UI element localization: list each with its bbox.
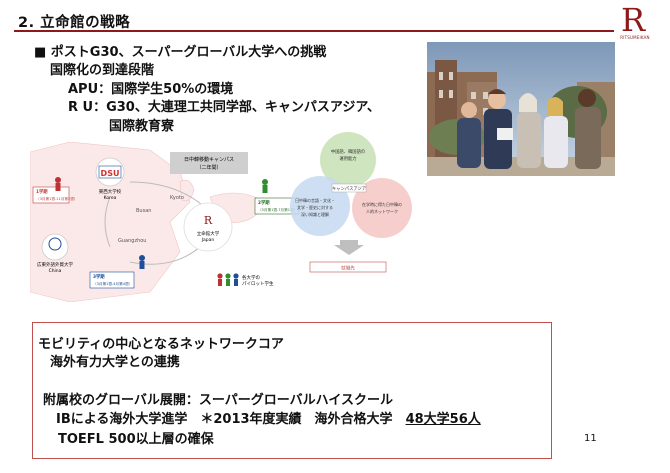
bullet-apu: APU：国際学生50%の環境 [68, 82, 234, 97]
dsu-logo: DSU [101, 169, 120, 178]
header-rule [14, 30, 614, 32]
box-line-5: TOEFL 500以上層の確保 [58, 432, 214, 447]
china-univ: 広東外語外貿大学 [37, 261, 73, 268]
person-icon-green [262, 179, 268, 193]
pilot-students-icon [217, 273, 239, 286]
korea-label: Korea [104, 195, 117, 201]
venn-top-2: 運用能力 [339, 155, 356, 162]
venn-right-1: 在学時に得た日中韓の [362, 201, 402, 207]
box-line-4: IBによる海外大学進学 ＊2013年度実績 海外合格大学 48大学56人 [56, 408, 481, 427]
city-busan: Busan [136, 208, 151, 214]
china-label: China [49, 268, 62, 274]
summary-box [32, 322, 552, 459]
campus-asia-map: DSU 東西大学校 Korea 広東外語外貿大学 China R 立命館大学 J… [30, 142, 300, 302]
japan-univ: 立命館大学 [197, 230, 220, 237]
japan-univ-logo: R [204, 214, 213, 227]
bullet-subheading: 国際化の到達段階 [50, 63, 155, 78]
slide-title: 2. 立命館の戦略 [18, 15, 131, 31]
sem1-title: 1学期 [36, 188, 48, 195]
japan-label: Japan [201, 237, 215, 243]
sem3-title: 3学期 [93, 273, 105, 280]
venn-left-1: 日中韓の言語・文化・ [295, 197, 335, 203]
person-icon-blue [139, 255, 145, 269]
city-kyoto: Kyoto [170, 195, 184, 201]
box-line-4-prefix: IBによる海外大学進学 ＊2013年度実績 海外合格大学 [56, 412, 393, 427]
bullet-ru-line2: 国際教育寮 [109, 119, 175, 134]
venn-left-3: 深い知識と理解 [301, 211, 329, 217]
logo-caption: RITSUMEIKAN [620, 35, 650, 40]
students-photo [427, 42, 615, 176]
venn-left-2: 文学・歴史に対する [297, 204, 333, 210]
bullet-ru-line1: R U：G30、大連理工共同学部、キャンパスアジア、 [68, 100, 381, 115]
pilot-label-1: 各大学の [242, 274, 260, 281]
bullet-heading: ■ ポストG30、スーパーグローバル大学への挑戦 [34, 45, 327, 60]
venn-right-2: 人的ネットワーク [366, 208, 398, 214]
pilot-label-2: パイロット学生 [242, 280, 274, 287]
ritsumeikan-logo-icon: R [621, 3, 646, 35]
sem2-title: 2学期 [258, 199, 270, 206]
city-guangzhou: Guangzhou [118, 238, 146, 244]
page-number: 11 [584, 433, 597, 444]
person-icon-red [55, 177, 61, 191]
down-arrow-icon [334, 240, 364, 255]
box-line-1: モビリティの中心となるネットワークコア [38, 337, 284, 352]
box-line-3: 附属校のグローバル展開：スーパーグローバルハイスクール [43, 393, 393, 408]
venn-center: キャンパスアジア [332, 186, 366, 192]
campus-asia-venn: 中国語、韓国語の 運用能力 キャンパスアジア 日中韓の言語・文化・ 文学・歴史に… [290, 132, 412, 273]
box-line-4-highlight: 48大学56人 [405, 412, 481, 427]
campus-label-2: （二年間） [196, 164, 221, 171]
korea-univ: 東西大学校 [99, 188, 122, 195]
campus-label-1: 日中韓移動キャンパス [184, 156, 234, 163]
box-line-2: 海外有力大学との連携 [50, 355, 180, 370]
venn-result: 就職先 [341, 265, 355, 272]
venn-top-1: 中国語、韓国語の [331, 148, 365, 155]
logo-letter: R [621, 3, 646, 35]
sem1-detail: （3月第1週-11月第2週） [36, 196, 77, 201]
sem2-detail: （5月第1週-7月第1週） [258, 207, 297, 212]
sem3-detail: （3月第1週-4月第4週） [93, 281, 132, 286]
